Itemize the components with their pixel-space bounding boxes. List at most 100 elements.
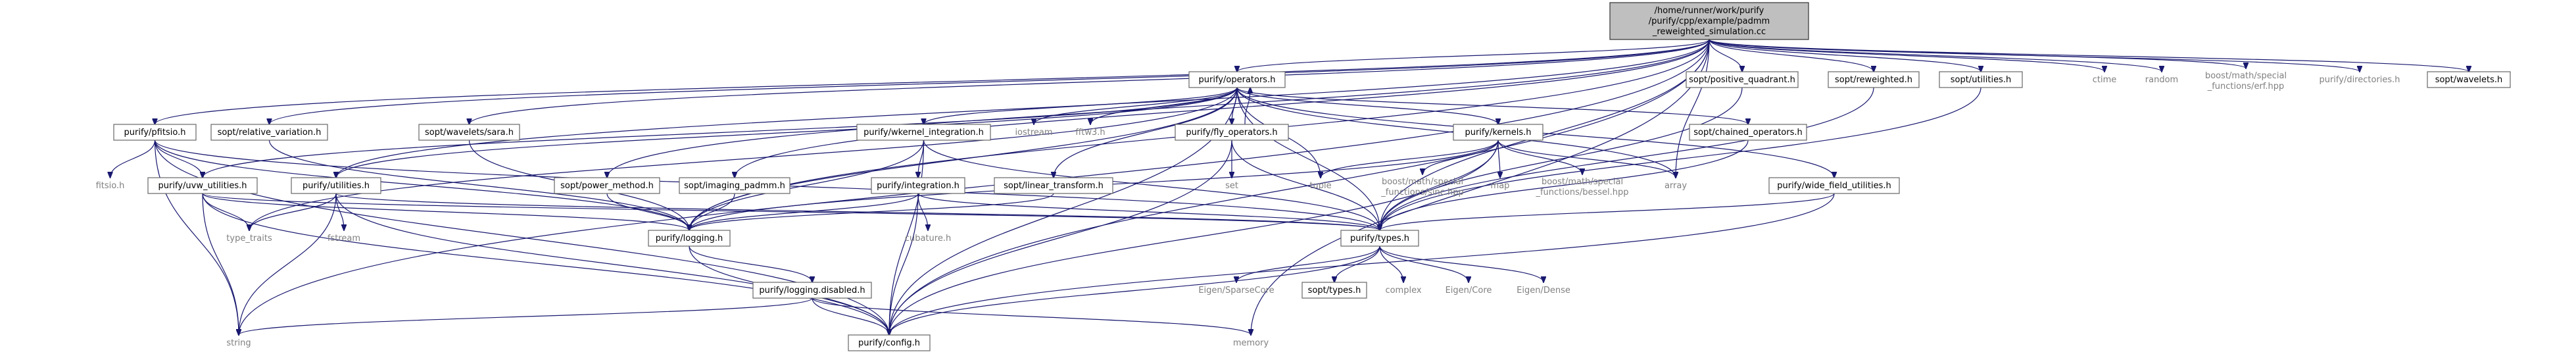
node-box-putil [291,177,381,194]
edge-logdis-to-string [239,297,813,335]
node-eigsparse: Eigen/SparseCore [1198,286,1274,295]
node-label-erf: _functions/erf.hpp [2207,82,2285,91]
edge-types-to-config [889,245,1380,335]
node-box-flyops [1175,124,1289,141]
node-label-wavelets: sopt/wavelets.h [2435,75,2503,85]
node-box-logdis [752,282,872,299]
edge-operators-to-wkernel [924,87,1238,124]
node-fitsio: fitsio.h [96,181,125,191]
node-config[interactable]: purify/config.h [848,334,931,351]
node-label-imaging: sopt/imaging_padmm.h [684,181,785,191]
node-putil[interactable]: purify/utilities.h [291,177,381,194]
node-erf: boost/math/special_functions/erf.hpp [2205,71,2287,91]
edge-integration-to-types [917,193,1380,230]
node-relvar[interactable]: sopt/relative_variation.h [210,124,328,141]
node-label-string: string [226,338,251,348]
node-label-wkernel: purify/wkernel_integration.h [863,128,984,138]
node-label-integration: purify/integration.h [877,181,960,191]
node-label-types: purify/types.h [1350,234,1409,243]
node-root[interactable]: /home/runner/work/purify/purify/cpp/exam… [1609,2,1809,40]
node-wkernel[interactable]: purify/wkernel_integration.h [856,124,991,141]
node-kernels[interactable]: purify/kernels.h [1453,124,1543,141]
edge-pfitsio-to-uvw [154,140,203,178]
node-box-sara [418,124,520,141]
edge-integration-to-config [889,193,919,335]
node-integration[interactable]: purify/integration.h [871,177,965,194]
node-set: set [1225,181,1238,191]
edge-integration-to-cubature [917,193,928,230]
edge-flyops-to-operators [1244,88,1250,125]
node-label-erf: boost/math/special [2205,71,2287,81]
node-complex: complex [1385,286,1421,295]
node-label-eigdense: Eigen/Dense [1517,286,1570,295]
edge-operators-to-lintrans [1054,87,1238,178]
node-logdis[interactable]: purify/logging.disabled.h [752,282,872,299]
node-powermethod[interactable]: sopt/power_method.h [554,177,660,194]
node-imaging[interactable]: sopt/imaging_padmm.h [679,177,790,194]
node-box-integration [871,177,965,194]
edge-soptutil-to-types [1380,87,1981,230]
edge-pfitsio-to-string [154,140,239,335]
edge-chained-to-types [1380,140,1749,230]
edge-integration-to-logging [689,193,919,230]
node-label-operators: purify/operators.h [1199,75,1276,85]
edge-wkernel-to-logging [689,140,925,230]
edge-flyops-to-config [889,140,1232,335]
node-logging[interactable]: purify/logging.h [648,230,731,247]
edge-powermethod-to-logging [606,193,689,230]
node-operators[interactable]: purify/operators.h [1188,71,1286,88]
edge-putil-to-string [239,193,337,335]
node-label-root: _reweighted_simulation.cc [1652,27,1766,37]
node-widefield[interactable]: purify/wide_field_utilities.h [1768,177,1900,194]
node-label-fstream: fstream [328,234,360,243]
node-tuple: tuple [1309,181,1331,191]
node-label-random: random [2145,75,2178,85]
node-box-reweighted [1828,71,1920,88]
edge-kernels-to-tuple [1321,140,1499,178]
node-map: map [1491,181,1510,191]
node-label-sinc: boost/math/special [1382,177,1463,187]
node-sinc: boost/math/special_functions/sinc.hpp [1380,177,1463,197]
node-flyops[interactable]: purify/fly_operators.h [1175,124,1289,141]
edge-operators-to-chained [1236,87,1748,124]
node-sopttypes[interactable]: sopt/types.h [1301,282,1367,299]
node-label-chained: sopt/chained_operators.h [1693,128,1802,138]
node-label-array: array [1665,181,1687,191]
node-wavelets[interactable]: sopt/wavelets.h [2427,71,2511,88]
node-array: array [1665,181,1687,191]
node-label-posquad: sopt/positive_quadrant.h [1689,75,1795,85]
node-label-logdis: purify/logging.disabled.h [759,286,865,295]
edge-relvar-to-logging [268,140,690,230]
node-box-posquad [1686,71,1799,88]
edge-logging-to-logdis [689,245,812,282]
edge-root-to-config [889,39,1710,335]
node-posquad[interactable]: sopt/positive_quadrant.h [1686,71,1799,88]
edge-kernels-to-array [1497,140,1676,178]
node-label-typetraits: type_traits [226,234,272,243]
edge-pfitsio-to-fitsio [110,140,156,178]
node-label-sinc: _functions/sinc.hpp [1380,188,1463,197]
node-eigcore: Eigen/Core [1446,286,1492,295]
node-pfitsio[interactable]: purify/pfitsio.h [113,124,197,141]
edge-lintrans-to-logging [689,193,1054,230]
node-uvw[interactable]: purify/uvw_utilities.h [147,177,258,194]
node-box-widefield [1768,177,1900,194]
node-label-fitsio: fitsio.h [96,181,125,191]
node-box-relvar [210,124,328,141]
node-box-types [1340,230,1419,247]
node-label-logging: purify/logging.h [656,234,723,243]
node-sara[interactable]: sopt/wavelets/sara.h [418,124,520,141]
node-types[interactable]: purify/types.h [1340,230,1419,247]
node-box-sopttypes [1301,282,1367,299]
node-lintrans[interactable]: sopt/linear_transform.h [994,177,1113,194]
edge-posquad-to-types [1380,87,1743,230]
edge-root-to-sara [470,39,1710,124]
edge-root-to-wavelets [1709,39,2469,72]
edge-types-to-complex [1379,245,1403,282]
node-label-reweighted: sopt/reweighted.h [1835,75,1912,85]
edge-kernels-to-config [889,140,1499,335]
edge-widefield-to-config [889,193,1835,335]
node-chained[interactable]: sopt/chained_operators.h [1689,124,1807,141]
node-soptutil[interactable]: sopt/utilities.h [1939,71,2023,88]
node-reweighted[interactable]: sopt/reweighted.h [1828,71,1920,88]
